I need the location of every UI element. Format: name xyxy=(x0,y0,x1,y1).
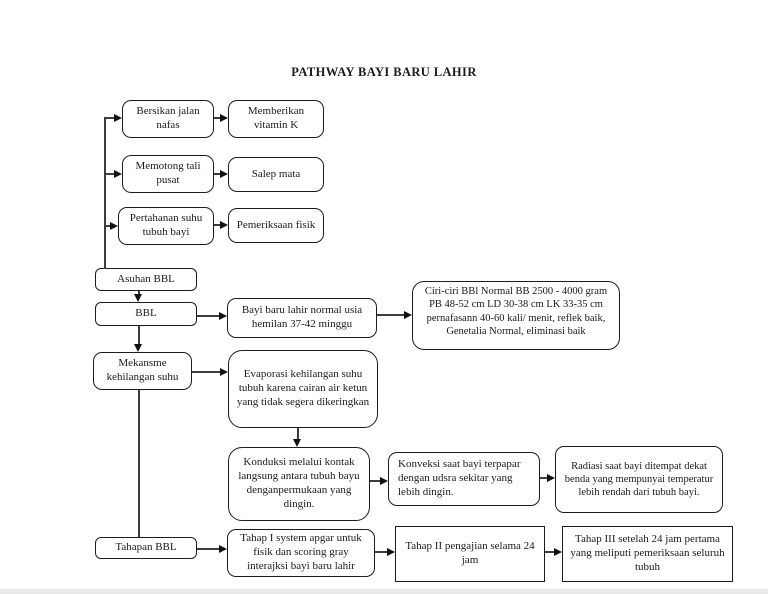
arrowhead-right-icon xyxy=(110,222,118,230)
node-tahap-1: Tahap I system apgar untuk fisik dan sco… xyxy=(227,529,375,577)
node-konduksi: Konduksi melalui kontak langsung antara … xyxy=(228,447,370,521)
node-memberikan-vitamin-k: Memberikan vitamin K xyxy=(228,100,324,138)
connector-bersikan-vitamin xyxy=(214,117,221,119)
arrowhead-right-icon xyxy=(547,474,555,482)
arrowhead-right-icon xyxy=(220,170,228,178)
node-bayi-normal: Bayi baru lahir normal usia hemilan 37-4… xyxy=(227,298,377,338)
connector-mekansme-evaporasi xyxy=(192,371,221,373)
page-bottom-edge xyxy=(0,589,768,594)
arrowhead-down-icon xyxy=(134,294,142,302)
connector-tahap1-tahap2 xyxy=(375,551,388,553)
node-ciri-ciri-bbl: Ciri-ciri BBl Normal BB 2500 - 4000 gram… xyxy=(412,281,620,350)
connector-tahap2-tahap3 xyxy=(545,551,555,553)
connector-bbl-mekansme xyxy=(138,326,140,345)
page-title: PATHWAY BAYI BARU LAHIR xyxy=(291,65,477,79)
node-evaporasi: Evaporasi kehilangan suhu tubuh karena c… xyxy=(228,350,378,428)
arrowhead-right-icon xyxy=(219,545,227,553)
connector-tahapan-tahap1 xyxy=(197,548,220,550)
connector-branch-2 xyxy=(104,173,115,175)
arrowhead-right-icon xyxy=(387,548,395,556)
arrowhead-right-icon xyxy=(220,368,228,376)
arrowhead-right-icon xyxy=(219,312,227,320)
arrowhead-down-icon xyxy=(134,344,142,352)
node-konveksi: Konveksi saat bayi terpapar dengan udsra… xyxy=(388,452,540,506)
node-asuhan-bbl: Asuhan BBL xyxy=(95,268,197,291)
connector-bbl-bayi xyxy=(197,315,220,317)
node-tahapan-bbl: Tahapan BBL xyxy=(95,537,197,559)
arrowhead-right-icon xyxy=(404,311,412,319)
node-tahap-2: Tahap II pengajian selama 24 jam xyxy=(395,526,545,582)
arrowhead-down-icon xyxy=(293,439,301,447)
node-bersikan-jalan-nafas: Bersikan jalan nafas xyxy=(122,100,214,138)
connector-pertahanan-pemeriksaan xyxy=(214,224,221,226)
node-mekansme-kehilangan-suhu: Mekansme kehilangan suhu xyxy=(93,352,192,390)
connector-asuhan-bbl xyxy=(138,291,140,296)
connector-konveksi-radiasi xyxy=(540,477,548,479)
arrowhead-right-icon xyxy=(220,221,228,229)
node-tahap-3: Tahap III setelah 24 jam pertama yang me… xyxy=(562,526,733,582)
connector-mekansme-tahapan xyxy=(138,390,140,537)
arrowhead-right-icon xyxy=(114,114,122,122)
connector-left-trunk xyxy=(104,117,106,269)
node-salep-mata: Salep mata xyxy=(228,157,324,192)
node-memotong-tali-pusat: Memotong tali pusat xyxy=(122,155,214,193)
node-bbl: BBL xyxy=(95,302,197,326)
connector-branch-3 xyxy=(104,225,111,227)
connector-bayi-ciri xyxy=(377,314,405,316)
arrowhead-right-icon xyxy=(220,114,228,122)
connector-branch-1 xyxy=(104,117,115,119)
connector-konduksi-konveksi xyxy=(370,480,381,482)
arrowhead-right-icon xyxy=(554,548,562,556)
node-pertahanan-suhu: Pertahanan suhu tubuh bayi xyxy=(118,207,214,245)
node-radiasi: Radiasi saat bayi ditempat dekat benda y… xyxy=(555,446,723,513)
connector-memotong-salep xyxy=(214,173,221,175)
arrowhead-right-icon xyxy=(114,170,122,178)
connector-evaporasi-konduksi xyxy=(297,428,299,440)
arrowhead-right-icon xyxy=(380,477,388,485)
node-pemeriksaan-fisik: Pemeriksaan fisik xyxy=(228,208,324,243)
